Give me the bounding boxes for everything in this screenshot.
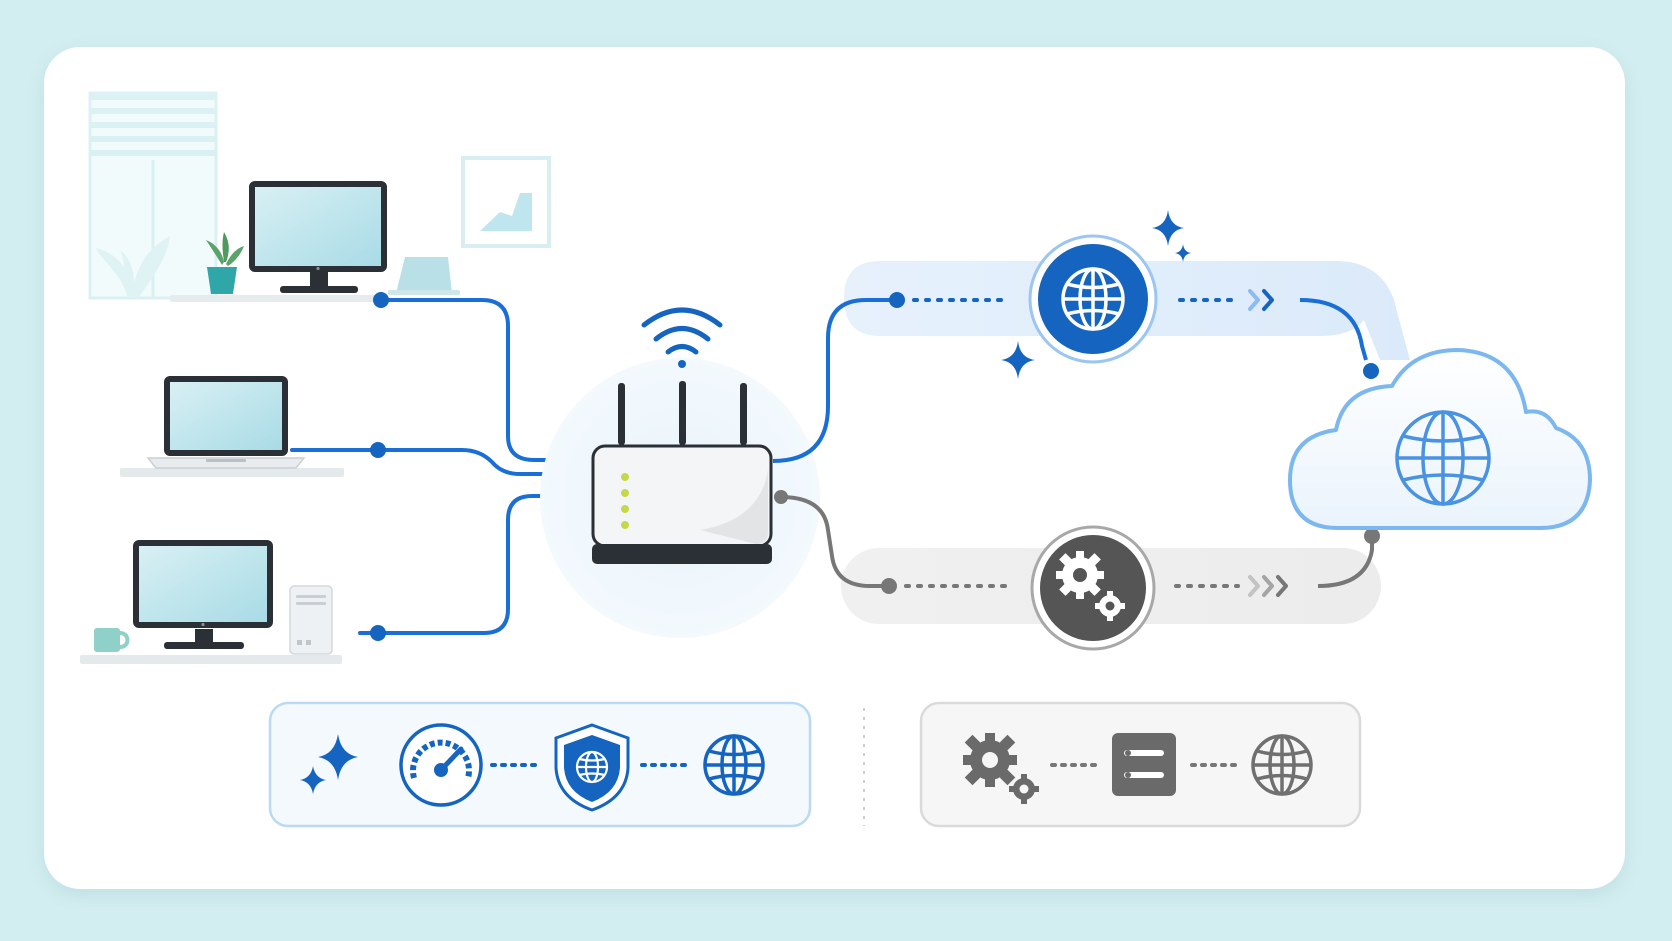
sparkle-icon bbox=[1001, 210, 1191, 379]
globe-icon[interactable] bbox=[1028, 234, 1158, 364]
router-port-dot bbox=[774, 490, 788, 504]
shield-globe-icon[interactable] bbox=[554, 723, 630, 812]
desk-middle bbox=[120, 468, 344, 477]
standard-to-cloud-line bbox=[1317, 538, 1374, 588]
network-diagram-card bbox=[44, 47, 1625, 889]
sparkle-icon bbox=[300, 734, 358, 794]
route-node-dot bbox=[889, 292, 905, 308]
accelerated-to-cloud-line bbox=[1299, 298, 1368, 361]
device-links bbox=[290, 298, 583, 635]
speedometer-icon[interactable] bbox=[399, 723, 483, 807]
wifi-icon bbox=[641, 307, 723, 368]
desk-top bbox=[170, 295, 380, 302]
mug-icon bbox=[94, 628, 130, 652]
device-link-dots bbox=[370, 292, 389, 641]
gear-hole bbox=[1019, 784, 1029, 794]
globe-icon[interactable] bbox=[1251, 734, 1313, 796]
cloud-entry-dot bbox=[1363, 363, 1379, 379]
accelerated-route-line bbox=[772, 298, 898, 463]
cloud-exit-dot bbox=[1364, 528, 1380, 544]
desktop-with-tower-icon[interactable] bbox=[133, 540, 333, 655]
gear-hole bbox=[982, 752, 998, 768]
plant-silhouette-icon bbox=[96, 236, 170, 298]
accelerated-legend-panel bbox=[268, 701, 812, 828]
laptop-small-icon bbox=[388, 257, 460, 295]
standard-legend-panel bbox=[919, 701, 1362, 828]
gears-icon[interactable] bbox=[1030, 525, 1156, 651]
desk-bottom bbox=[80, 655, 342, 664]
network-diagram bbox=[80, 91, 1592, 828]
picture-frame-icon bbox=[461, 156, 551, 248]
desktop-monitor-icon[interactable] bbox=[249, 181, 387, 293]
standard-route-line bbox=[780, 495, 888, 588]
cloud-globe-icon[interactable] bbox=[1288, 348, 1592, 530]
chevron-right-icon bbox=[1248, 289, 1274, 311]
globe-icon[interactable] bbox=[703, 734, 765, 796]
server-icon[interactable] bbox=[1112, 733, 1176, 796]
potted-plant-icon bbox=[206, 232, 244, 294]
office-background bbox=[80, 91, 551, 664]
wifi-router-icon[interactable] bbox=[591, 381, 773, 564]
route-node-dot-gray bbox=[881, 578, 897, 594]
chevron-right-gray-icon bbox=[1248, 575, 1288, 597]
laptop-icon[interactable] bbox=[146, 376, 306, 469]
